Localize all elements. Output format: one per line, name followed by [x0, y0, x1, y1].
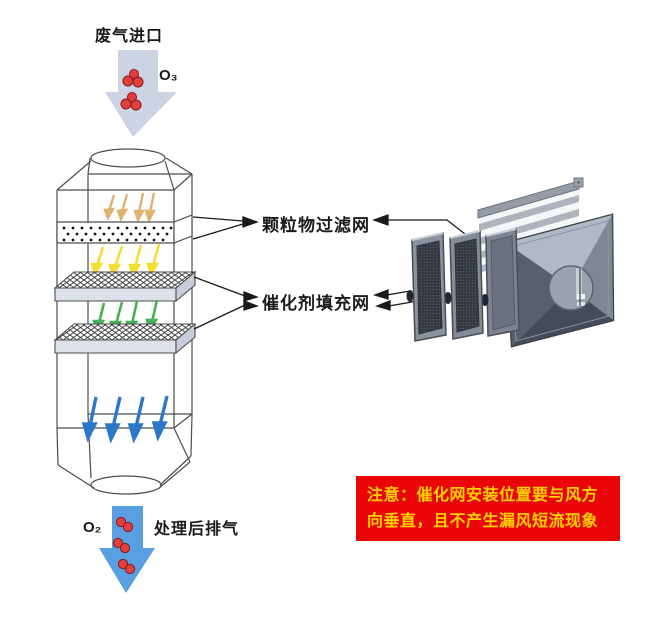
stage-arrows-yellow-icon: [90, 243, 161, 279]
filter-panel-3: [481, 228, 520, 337]
filter-panel-2: [444, 230, 484, 340]
catalyst-mesh-layer-2: [53, 322, 197, 355]
filter-panel-1: [406, 232, 447, 342]
notice-line-1: 注意：催化网安装位置要与风方: [367, 487, 599, 504]
duct-opening: [548, 265, 594, 311]
oxygen-label: O₂: [83, 519, 102, 536]
duct-hood: [504, 213, 615, 348]
inlet-flow-arrow-icon: [105, 50, 177, 137]
catalyst-mesh-layer-1: [53, 270, 197, 303]
gas-outlet-label: 处理后排气: [154, 521, 240, 538]
catalyst-mesh-callout-lines: [193, 276, 447, 330]
panel-handle: [444, 292, 452, 304]
gas-inlet-label: 废气进口: [95, 28, 164, 45]
o3-molecule-icon: [120, 69, 144, 111]
panel-handle: [481, 294, 489, 306]
o2-molecule-icon: [112, 516, 136, 575]
filter-assembly-3d: [406, 177, 615, 348]
particulate-filter-callout-lines: [192, 214, 484, 249]
notice-box: 注意：催化网安装位置要与风方 向垂直，且不产生漏风短流现象: [356, 476, 620, 541]
ozone-label: O₃: [159, 67, 178, 84]
stage-arrows-blue-icon: [81, 395, 169, 444]
particulate-filter-label: 颗粒物过滤网: [262, 216, 370, 235]
panel-handle: [406, 290, 414, 302]
particulate-filter-layer: [56, 214, 193, 244]
notice-line-2: 向垂直，且不产生漏风短流现象: [367, 513, 599, 530]
catalyst-mesh-label: 催化剂填充网: [262, 294, 370, 313]
stage-arrows-top-icon: [103, 192, 157, 223]
